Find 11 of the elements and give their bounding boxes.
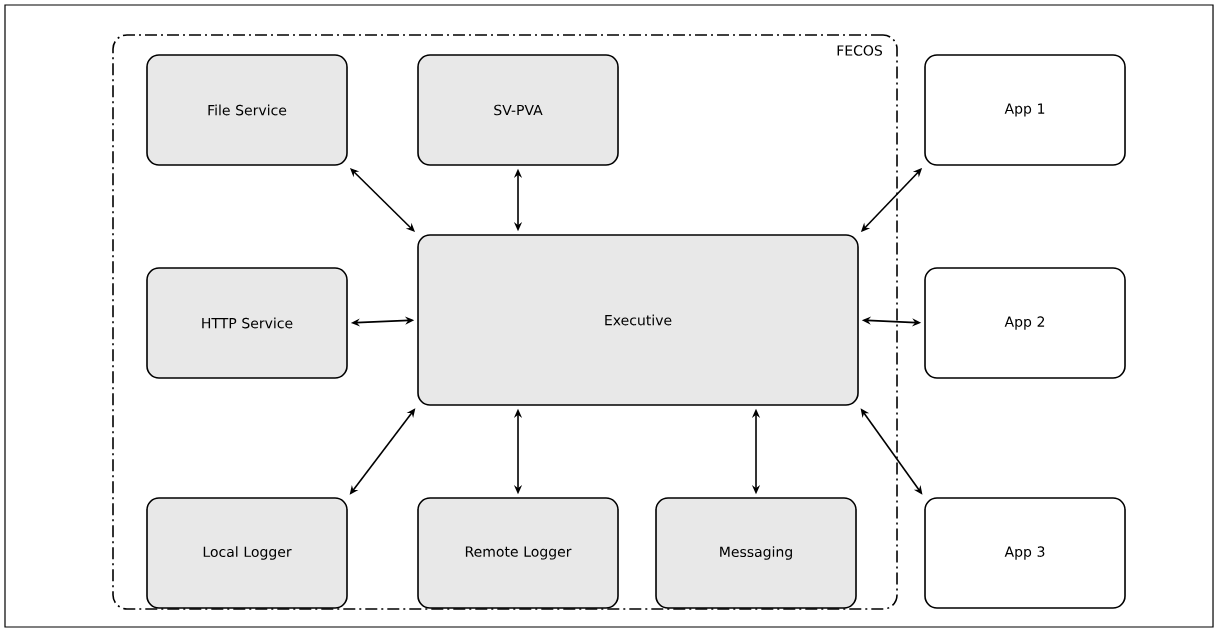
process-box: SV-PVA — [417, 54, 619, 166]
process-box: App 1 — [924, 54, 1126, 166]
process-box: Remote Logger — [417, 497, 619, 609]
process-box: File Service — [146, 54, 348, 166]
process-box: Executive — [417, 234, 859, 406]
process-box: Local Logger — [146, 497, 348, 609]
process-box: Messaging — [655, 497, 857, 609]
process-box: App 2 — [924, 267, 1126, 379]
process-box: App 3 — [924, 497, 1126, 609]
group-label: FECOS — [837, 45, 883, 56]
process-box: HTTP Service — [146, 267, 348, 379]
